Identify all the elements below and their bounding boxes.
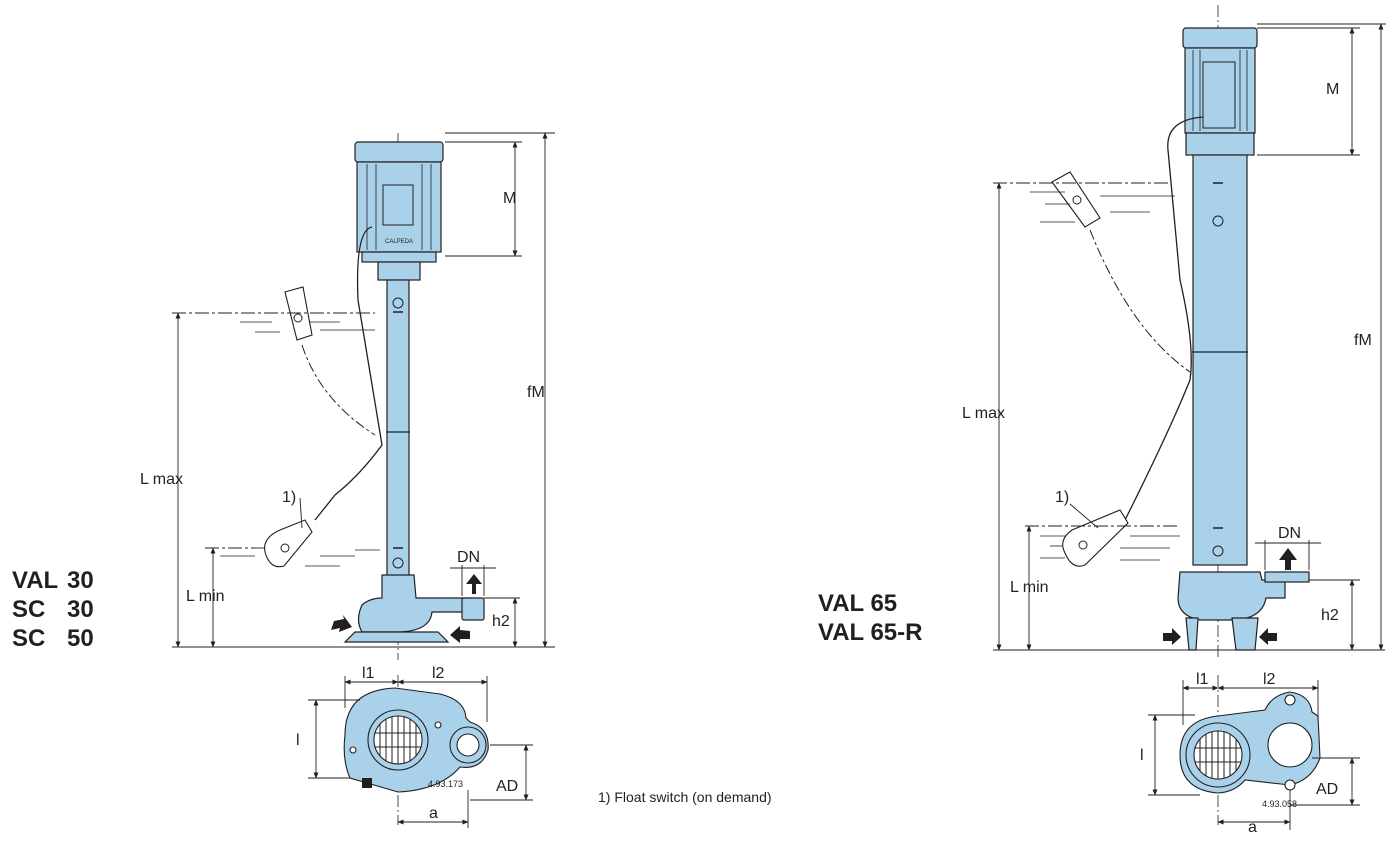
left-outlet	[461, 597, 485, 621]
left-pump	[172, 133, 555, 660]
right-callout-leader	[1069, 503, 1099, 529]
left-float-upper-path	[301, 344, 376, 436]
right-dimension-lines	[996, 23, 1386, 651]
left-base	[343, 631, 450, 643]
left-model-2-num: 30	[67, 596, 94, 623]
right-dim-Lmin: L min	[1010, 579, 1049, 596]
right-pump	[993, 5, 1385, 660]
right-dim-l: l	[1140, 747, 1144, 764]
right-dim-Lmax: L max	[962, 405, 1005, 422]
right-bottom-view	[1179, 675, 1321, 825]
left-model-1-name: VAL	[12, 567, 58, 594]
right-callout: 1)	[1055, 489, 1069, 506]
left-dim-l1: l1	[362, 665, 375, 682]
left-callout-leader	[299, 497, 303, 529]
right-outlet-flange	[1264, 571, 1310, 583]
left-dim-a: a	[429, 805, 438, 822]
right-bottom-dimensions	[1148, 680, 1360, 830]
left-callout: 1)	[282, 489, 296, 506]
left-dim-M: M	[503, 190, 516, 207]
left-volute	[357, 574, 471, 633]
left-float-lower	[264, 519, 313, 568]
left-dim-DN: DN	[457, 549, 480, 566]
left-dim-Lmin: L min	[186, 588, 225, 605]
left-dim-h2: h2	[492, 613, 510, 630]
left-model-3-num: 50	[67, 625, 94, 652]
left-dim-l: l	[296, 732, 300, 749]
right-dim-l2: l2	[1263, 671, 1276, 688]
left-bottom-dimensions	[308, 676, 533, 828]
left-support	[377, 261, 421, 281]
right-drawing-number: 4.93.058	[1262, 799, 1297, 809]
right-dim-DN: DN	[1278, 525, 1301, 542]
right-float-upper	[1051, 171, 1101, 228]
left-float-upper	[284, 286, 313, 341]
left-brand-plate: CALPEDA	[385, 239, 413, 245]
right-foot-1	[1185, 617, 1199, 651]
left-dim-Lmax: L max	[140, 471, 183, 488]
right-dim-M: M	[1326, 81, 1339, 98]
right-dim-a: a	[1248, 819, 1257, 836]
right-float-upper-path	[1089, 229, 1191, 373]
left-model-3-name: SC	[12, 625, 45, 652]
right-terminal-box	[1202, 61, 1236, 129]
left-dim-fM: fM	[527, 384, 545, 401]
right-model-2: VAL 65-R	[818, 619, 922, 646]
right-dim-fM: fM	[1354, 332, 1372, 349]
left-cable	[314, 226, 383, 521]
right-foot-2	[1231, 617, 1259, 651]
left-motor-cap	[354, 141, 444, 163]
left-model-2-name: SC	[12, 596, 45, 623]
right-model-1: VAL 65	[818, 590, 897, 617]
left-drawing-number: 4.93.173	[428, 779, 463, 789]
right-dim-l1: l1	[1196, 671, 1209, 688]
footnote: 1) Float switch (on demand)	[598, 789, 772, 805]
right-dim-AD: AD	[1316, 781, 1338, 798]
right-dim-h2: h2	[1321, 607, 1339, 624]
left-dimension-lines	[175, 132, 555, 648]
left-terminal-box	[382, 184, 414, 226]
left-bottom-view	[343, 675, 489, 825]
left-dim-AD: AD	[496, 778, 518, 795]
left-model-1-num: 30	[67, 567, 94, 594]
right-motor-cap	[1182, 27, 1258, 49]
left-column	[386, 279, 410, 581]
right-float-lower	[1062, 509, 1129, 567]
left-dim-l2: l2	[432, 665, 445, 682]
right-cable	[1124, 116, 1204, 521]
left-motor-flange	[361, 251, 437, 263]
right-motor-flange	[1185, 132, 1255, 156]
